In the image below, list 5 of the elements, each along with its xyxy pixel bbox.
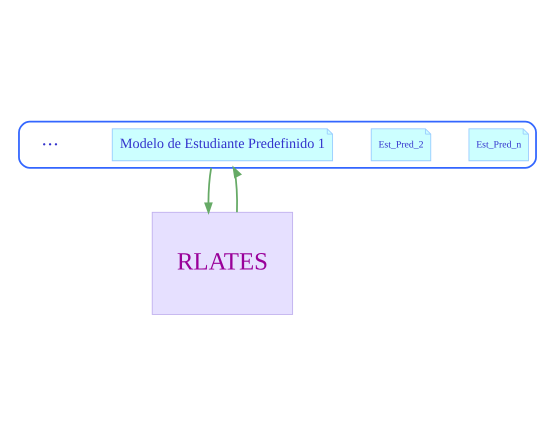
arrow [204,167,213,214]
label: • • • [42,138,58,150]
node-box: RLATES [152,211,294,314]
cluster [18,120,537,168]
arrow [232,164,242,212]
